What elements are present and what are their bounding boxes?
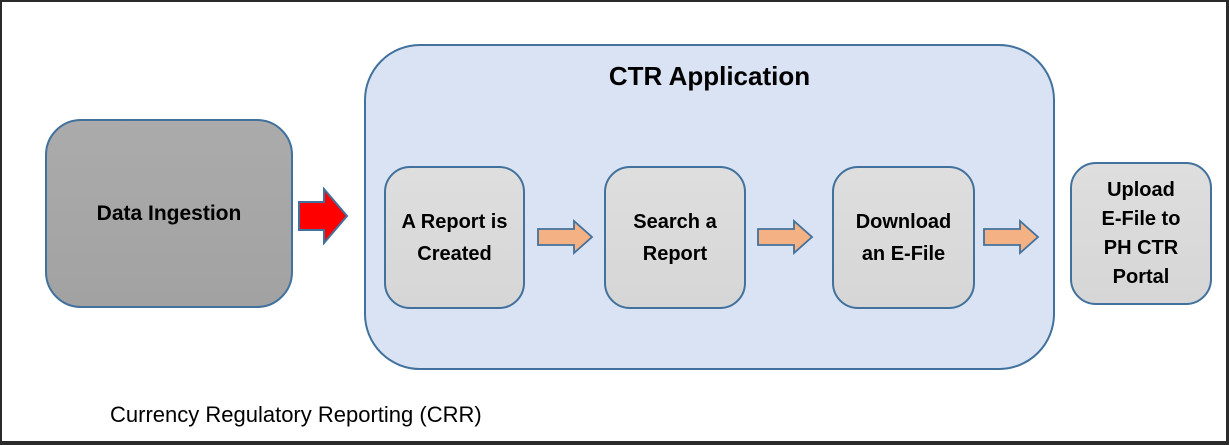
orange-arrow-shape-2 [757, 219, 814, 255]
orange-arrow-right-icon-2 [757, 219, 814, 255]
step-search-report-box: Search a Report [604, 166, 746, 309]
upload-line-2: E-File to [1101, 207, 1181, 230]
upload-efile-portal-box: Upload E-File to PH CTR Portal [1070, 162, 1212, 305]
red-arrow-shape [298, 187, 349, 245]
upload-line-1: Upload [1107, 178, 1175, 201]
step-download-efile-box: Download an E-File [832, 166, 975, 309]
upload-line-3: PH CTR [1103, 236, 1179, 259]
orange-arrow-right-icon-3 [983, 219, 1040, 255]
upload-efile-portal-label: Upload E-File to PH CTR Portal [1102, 176, 1181, 292]
step-download-efile-label: Download an E-File [856, 206, 952, 270]
step-report-created-box: A Report is Created [384, 166, 525, 309]
step1-line-2: Created [417, 242, 492, 265]
ctr-application-title: CTR Application [608, 61, 811, 91]
orange-arrow-shape-1 [537, 219, 594, 255]
upload-line-4: Portal [1112, 265, 1170, 288]
step1-line-1: A Report is [401, 210, 508, 233]
step2-line-1: Search a [633, 210, 717, 233]
step-report-created-label: A Report is Created [402, 206, 508, 270]
data-ingestion-label: Data Ingestion [96, 201, 242, 225]
red-arrow-right-icon [298, 187, 349, 245]
step-search-report-label: Search a Report [633, 206, 716, 270]
step3-line-1: Download [855, 210, 952, 233]
step3-line-2: an E-File [861, 242, 946, 265]
orange-arrow-right-icon-1 [537, 219, 594, 255]
data-ingestion-box: Data Ingestion [45, 119, 293, 308]
step2-line-2: Report [642, 242, 708, 265]
orange-arrow-shape-3 [983, 219, 1040, 255]
diagram-caption: Currency Regulatory Reporting (CRR) [110, 402, 482, 427]
